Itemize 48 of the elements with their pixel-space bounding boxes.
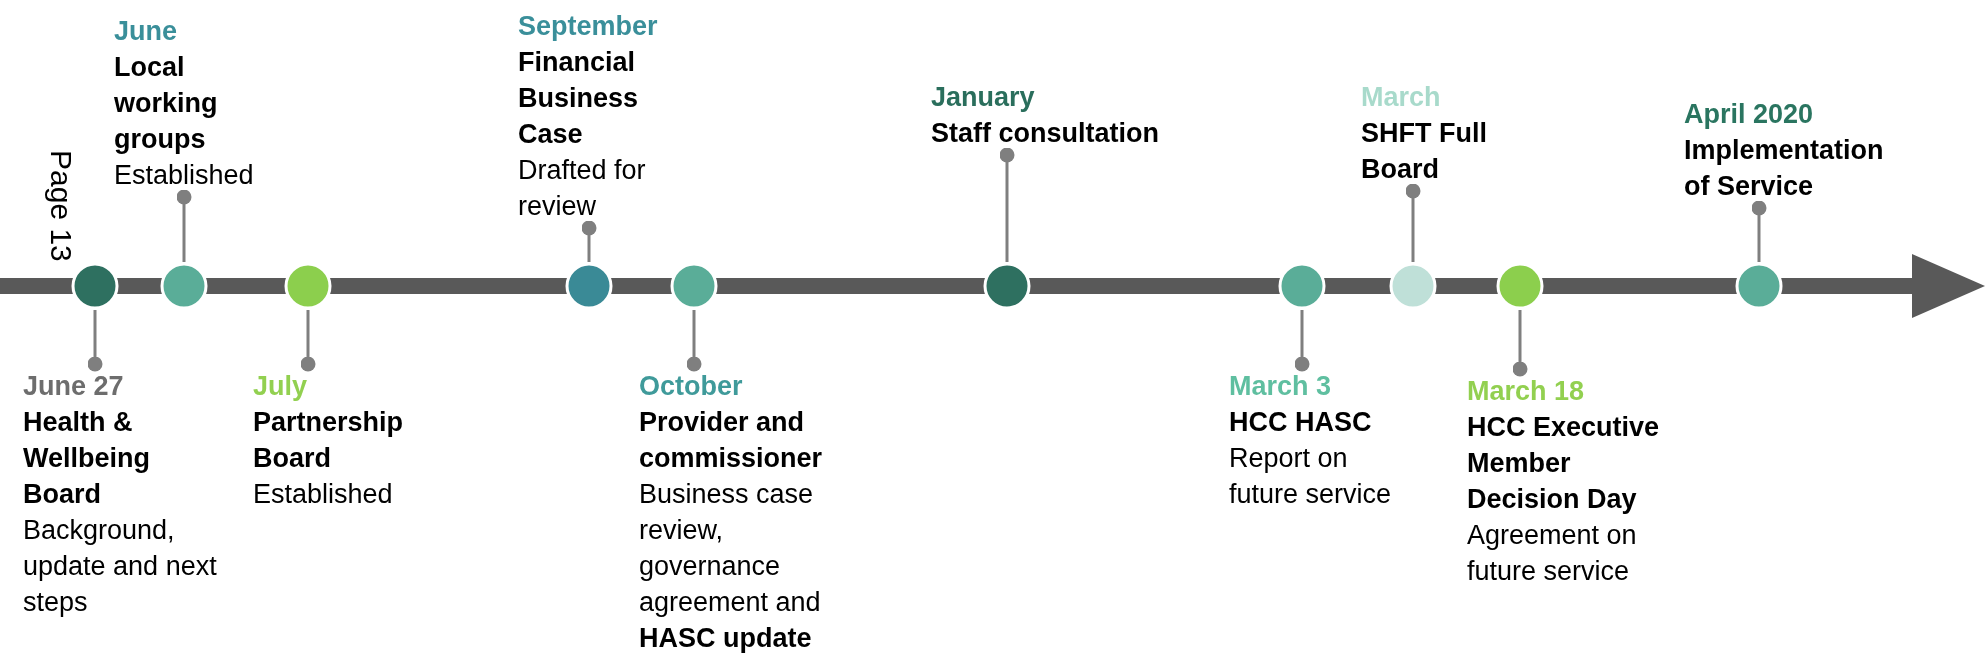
leader-line [581, 220, 597, 262]
milestone-title: Staff consultation [931, 117, 1160, 150]
milestone-title: SHFT Full Board [1361, 117, 1488, 186]
date-heading: July [253, 370, 309, 403]
milestone-description: Established [114, 159, 255, 192]
milestone-circle [1496, 262, 1544, 310]
milestone-circle [1278, 262, 1326, 310]
leader-line [87, 310, 103, 372]
milestone-description: Drafted for review [518, 154, 647, 223]
milestone-title: Local working groups [114, 51, 219, 156]
milestone-title: HCC Executive Member Decision Day [1467, 411, 1661, 516]
leader-line [686, 310, 702, 372]
milestone-description: Established [253, 478, 394, 511]
leader-line [999, 147, 1015, 262]
leader-line [1751, 200, 1767, 262]
milestone-description: Background, update and next steps [23, 514, 218, 619]
date-heading: June 27 [23, 370, 125, 403]
milestone-circle [1389, 262, 1437, 310]
date-heading: March [1361, 81, 1442, 114]
milestone-description: Agreement on future service [1467, 519, 1638, 588]
date-heading: March 3 [1229, 370, 1333, 403]
leader-line [1512, 310, 1528, 377]
milestone-title: Provider and commissioner [639, 406, 824, 475]
milestone-description: Business case review, governance agreement and HASC update [639, 478, 822, 655]
leader-line [300, 310, 316, 372]
milestone-title: Financial Business Case [518, 46, 640, 151]
date-heading: September [518, 10, 659, 43]
date-heading: January [931, 81, 1036, 114]
leader-line [1294, 310, 1310, 372]
date-heading: March 18 [1467, 375, 1586, 408]
milestone-title: Health & Wellbeing Board [23, 406, 151, 511]
date-heading: April 2020 [1684, 98, 1815, 131]
milestone-title: Implementation of Service [1684, 134, 1885, 203]
milestone-circle [983, 262, 1031, 310]
page-number: Page 13 [44, 150, 78, 262]
milestone-title: HCC HASC [1229, 406, 1373, 439]
milestone-circle [670, 262, 718, 310]
milestone-circle [284, 262, 332, 310]
milestone-circle [160, 262, 208, 310]
milestone-circle [1735, 262, 1783, 310]
milestone-description: Report on future service [1229, 442, 1393, 511]
leader-line [176, 189, 192, 262]
leader-line [1405, 183, 1421, 262]
date-heading: October [639, 370, 744, 403]
date-heading: June [114, 15, 179, 48]
milestone-title: Partnership Board [253, 406, 405, 475]
milestone-circle [565, 262, 613, 310]
milestone-circle [71, 262, 119, 310]
